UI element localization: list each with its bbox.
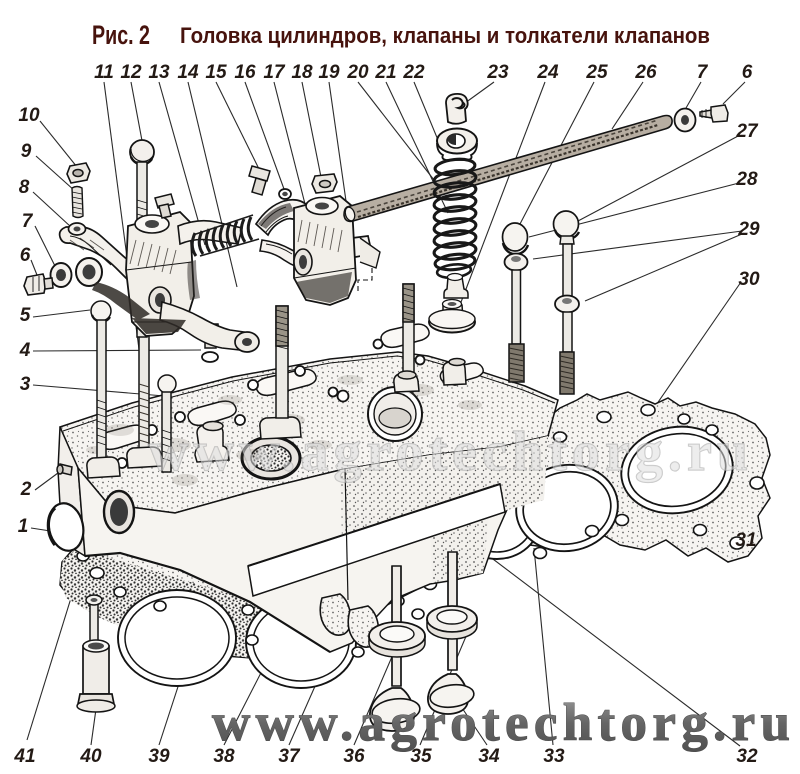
svg-text:39: 39: [148, 746, 170, 767]
svg-text:36: 36: [343, 746, 365, 767]
svg-text:34: 34: [478, 746, 500, 767]
svg-text:20: 20: [346, 62, 369, 83]
svg-text:18: 18: [291, 62, 313, 83]
svg-text:2: 2: [20, 479, 32, 500]
svg-text:19: 19: [318, 62, 340, 83]
svg-text:6: 6: [742, 62, 753, 83]
svg-text:16: 16: [234, 62, 256, 83]
svg-text:Рис. 2: Рис. 2: [92, 20, 150, 50]
svg-text:8: 8: [19, 177, 30, 198]
svg-text:13: 13: [148, 62, 170, 83]
svg-text:32: 32: [736, 746, 758, 767]
svg-text:14: 14: [177, 62, 199, 83]
svg-text:30: 30: [738, 269, 760, 290]
svg-text:35: 35: [410, 746, 432, 767]
svg-text:27: 27: [735, 121, 759, 142]
svg-text:23: 23: [486, 62, 509, 83]
svg-text:7: 7: [22, 211, 34, 232]
svg-text:28: 28: [735, 169, 758, 190]
svg-text:9: 9: [21, 141, 32, 162]
svg-text:33: 33: [543, 746, 565, 767]
svg-text:26: 26: [634, 62, 657, 83]
svg-text:6: 6: [20, 245, 31, 266]
svg-text:21: 21: [374, 62, 396, 83]
svg-text:3: 3: [20, 374, 31, 395]
svg-text:22: 22: [402, 62, 425, 83]
svg-text:Головка цилиндров, клапаны и т: Головка цилиндров, клапаны и толкатели к…: [180, 23, 710, 48]
svg-text:31: 31: [735, 530, 756, 551]
svg-text:1: 1: [18, 516, 29, 537]
svg-text:5: 5: [20, 305, 31, 326]
svg-text:11: 11: [94, 62, 114, 83]
svg-text:4: 4: [19, 340, 31, 361]
svg-text:41: 41: [13, 746, 35, 767]
svg-text:25: 25: [585, 62, 608, 83]
svg-text:12: 12: [120, 62, 142, 83]
svg-text:38: 38: [213, 746, 235, 767]
svg-text:17: 17: [263, 62, 286, 83]
svg-text:40: 40: [79, 746, 102, 767]
svg-text:15: 15: [205, 62, 227, 83]
svg-text:24: 24: [536, 62, 559, 83]
svg-text:37: 37: [278, 746, 301, 767]
svg-text:29: 29: [737, 219, 760, 240]
svg-text:7: 7: [697, 62, 709, 83]
svg-text:10: 10: [18, 105, 40, 126]
